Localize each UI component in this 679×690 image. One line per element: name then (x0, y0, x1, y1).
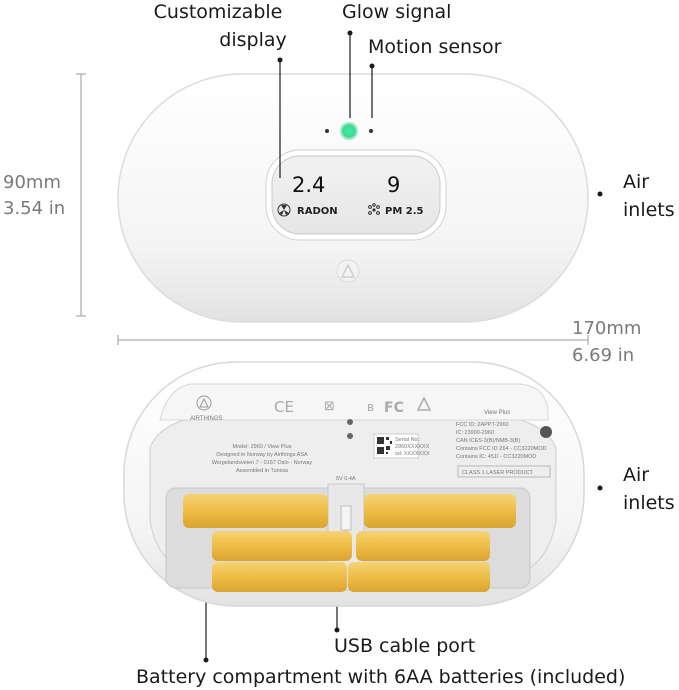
info-line-2: Designed in Norway by Airthings ASA (216, 452, 308, 458)
pm-label: PM 2.5 (385, 206, 424, 217)
battery-3 (212, 531, 352, 561)
callout-motion-sensor: Motion sensor (368, 36, 502, 58)
weee-bin-icon: ⊠ (324, 399, 335, 414)
info-line-4: Assembled in Tunisia (236, 468, 289, 474)
callout-usb-port: USB cable port (334, 635, 475, 657)
callout-display-line2: display (219, 29, 286, 51)
ce-mark-icon: CE (274, 398, 294, 416)
width-mm: 170mm (572, 318, 641, 339)
callout-inlets-bottom-line1: Air (623, 464, 649, 486)
reg-line-4: Contains FCC ID Z64 - CC3220MOD (456, 446, 546, 452)
radon-value: 2.4 (292, 173, 325, 197)
serial-line-3: sd: XXXXXXX (395, 451, 430, 457)
e-ink-screen (271, 155, 441, 235)
back-model-name: View Plus (484, 410, 510, 416)
callout-inlets-top-line1: Air (623, 171, 649, 193)
screw-hole (540, 426, 552, 438)
battery-5 (212, 562, 347, 592)
bluetooth-icon: ʙ (367, 400, 374, 414)
info-line-1: Model: 2960 / View Plus (233, 444, 292, 450)
back-logo-icon (196, 395, 212, 411)
reg-line-2: IC: 23900-2960 (456, 430, 494, 436)
callout-display-line1: Customizable (154, 1, 283, 23)
height-mm: 90mm (3, 172, 61, 193)
info-line-3: Wergelandsveien 7 - 0167 Oslo - Norway (212, 460, 313, 466)
pm-value: 9 (387, 173, 400, 197)
back-device: AIRTHINGS CE ⊠ ʙ FC View Plus Model: 296… (123, 361, 585, 607)
serial-line-2: 2960XXXXXX (395, 444, 430, 450)
usb-rating: 5V 0.4A (336, 476, 356, 482)
back-brand: AIRTHINGS (190, 416, 223, 422)
width-dimension (117, 335, 589, 345)
motion-sensor-dot (369, 129, 373, 133)
callout-battery: Battery compartment with 6AA batteries (… (136, 666, 625, 688)
battery-4 (356, 531, 490, 561)
front-device: 2.4 9 RADON PM 2.5 (117, 73, 589, 323)
batteries (183, 494, 516, 592)
qr-code-icon (377, 437, 392, 454)
reg-line-3: CAN ICES-3(B)/NMB-3(B) (456, 438, 520, 444)
sensor-dot-left (325, 129, 329, 133)
laser-label: CLASS 1 LASER PRODUCT (462, 470, 534, 476)
height-dimension (76, 73, 86, 317)
battery-1 (183, 494, 328, 528)
serial-line-1: Serial No.: (395, 437, 421, 443)
callout-inlets-bottom-line2: inlets (623, 492, 675, 514)
pm-icon (368, 203, 380, 215)
reg-line-5: Contains IC: 451I - CC3220MOD (456, 454, 536, 460)
radon-label: RADON (297, 206, 338, 217)
height-in: 3.54 in (3, 198, 65, 219)
compliance-mark-icon (416, 396, 432, 411)
battery-2 (364, 494, 516, 528)
battery-6 (348, 562, 490, 592)
fcc-icon: FC (384, 400, 404, 416)
radon-icon (277, 203, 291, 217)
reg-line-1: FCC ID: 2APPT-2960 (456, 422, 509, 428)
width-in: 6.69 in (572, 345, 634, 366)
callout-inlets-top-line2: inlets (623, 199, 675, 221)
callout-glow-signal: Glow signal (342, 1, 451, 23)
